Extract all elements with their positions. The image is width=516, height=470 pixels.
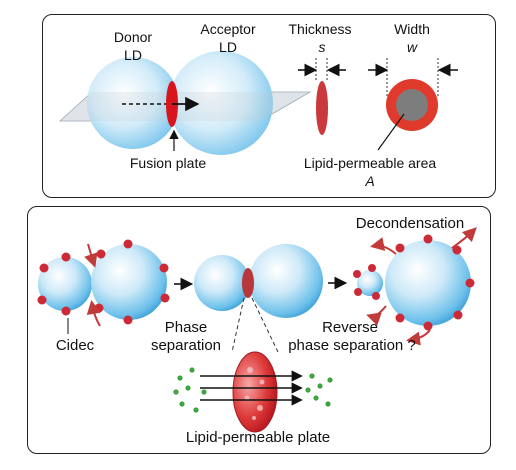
- reverse-label-line1: Reverse: [322, 319, 378, 336]
- fusion-plate-label: Fusion plate: [130, 155, 206, 171]
- donor-label-line2: LD: [124, 47, 142, 63]
- width-label: Width: [394, 21, 430, 37]
- stage1-large-droplet: [91, 244, 167, 320]
- thickness-symbol: s: [319, 39, 326, 55]
- stage3-arrow-top-left: [370, 237, 397, 255]
- lipid-permeable-core: [396, 89, 428, 121]
- zoomed-plate: [232, 351, 278, 433]
- zoom-line-left: [231, 297, 245, 353]
- stage3-small-droplet: [357, 270, 383, 296]
- lipid-area-label: Lipid-permeable area: [304, 155, 437, 171]
- lipid-area-symbol: A: [364, 173, 374, 189]
- stage1-arrow-top: [84, 243, 98, 268]
- donor-label-line1: Donor: [114, 29, 152, 45]
- lipid-molecules-right: [305, 373, 333, 407]
- zoom-line-right: [251, 297, 279, 353]
- thickness-label: Thickness: [288, 21, 351, 37]
- width-symbol: w: [407, 39, 418, 55]
- zoomed-plate-spots: [244, 367, 265, 420]
- stage3-arrow-bottom-left: [366, 305, 387, 326]
- stage3-cidec-dots: [353, 234, 475, 331]
- stage3-large-droplet: [385, 240, 471, 326]
- cutting-plane-overlay: [60, 92, 310, 121]
- lipid-permeable-plate-label: Lipid-permeable plate: [186, 429, 330, 446]
- stage2-plate: [242, 268, 254, 298]
- lipid-molecules-left: [173, 367, 207, 413]
- cidec-label: Cidec: [56, 337, 95, 354]
- stage1-arrow-bottom: [86, 300, 101, 327]
- stage2-large-droplet: [249, 244, 323, 318]
- stage3-arrow-bottom-right: [406, 329, 431, 346]
- stage1-small-droplet: [38, 257, 92, 311]
- acceptor-label-line1: Acceptor: [200, 21, 256, 37]
- stage3-arrow-top-right: [451, 227, 477, 249]
- lipid-flow-arrows: [200, 370, 303, 406]
- lipid-area-pointer: [377, 113, 405, 151]
- reverse-label-line2: phase separation ?: [288, 337, 416, 354]
- acceptor-lipid-droplet: [169, 51, 273, 155]
- plate-side-view: [316, 81, 328, 135]
- stage2-small-droplet: [194, 255, 250, 311]
- acceptor-label-line2: LD: [219, 39, 237, 55]
- phase-label-line1: Phase: [165, 319, 208, 336]
- donor-lipid-droplet: [87, 57, 179, 149]
- phase-label-line2: separation: [151, 337, 221, 354]
- decondensation-label: Decondensation: [356, 215, 464, 232]
